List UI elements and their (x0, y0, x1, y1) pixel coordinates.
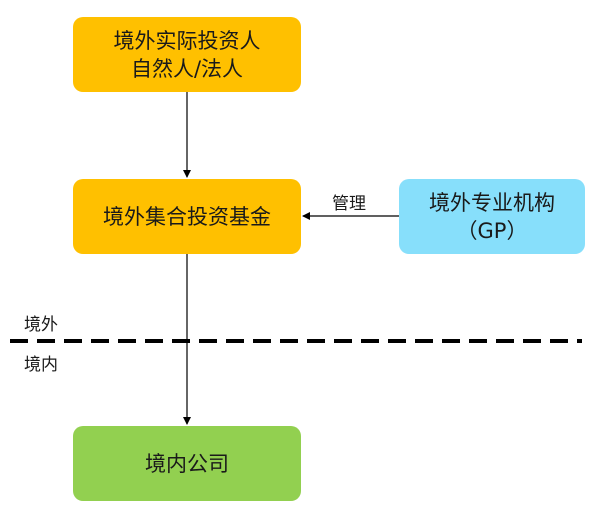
node-offshore-investors-line1: 境外实际投资人 (113, 28, 261, 53)
node-onshore-company-label: 境内公司 (145, 451, 229, 476)
node-gp-institution: 境外专业机构 （GP） (399, 179, 585, 254)
node-gp-line2: （GP） (456, 218, 528, 243)
node-offshore-fund-label: 境外集合投资基金 (103, 204, 271, 229)
node-offshore-investors-line2: 自然人/法人 (130, 56, 244, 81)
region-label-offshore: 境外 (24, 315, 58, 335)
node-offshore-investors: 境外实际投资人 自然人/法人 (73, 17, 301, 92)
region-label-onshore: 境内 (24, 355, 58, 375)
node-onshore-company: 境内公司 (73, 426, 301, 501)
node-gp-line1: 境外专业机构 (429, 190, 555, 215)
edge-label-manage: 管理 (332, 194, 366, 214)
node-offshore-fund: 境外集合投资基金 (73, 179, 301, 254)
